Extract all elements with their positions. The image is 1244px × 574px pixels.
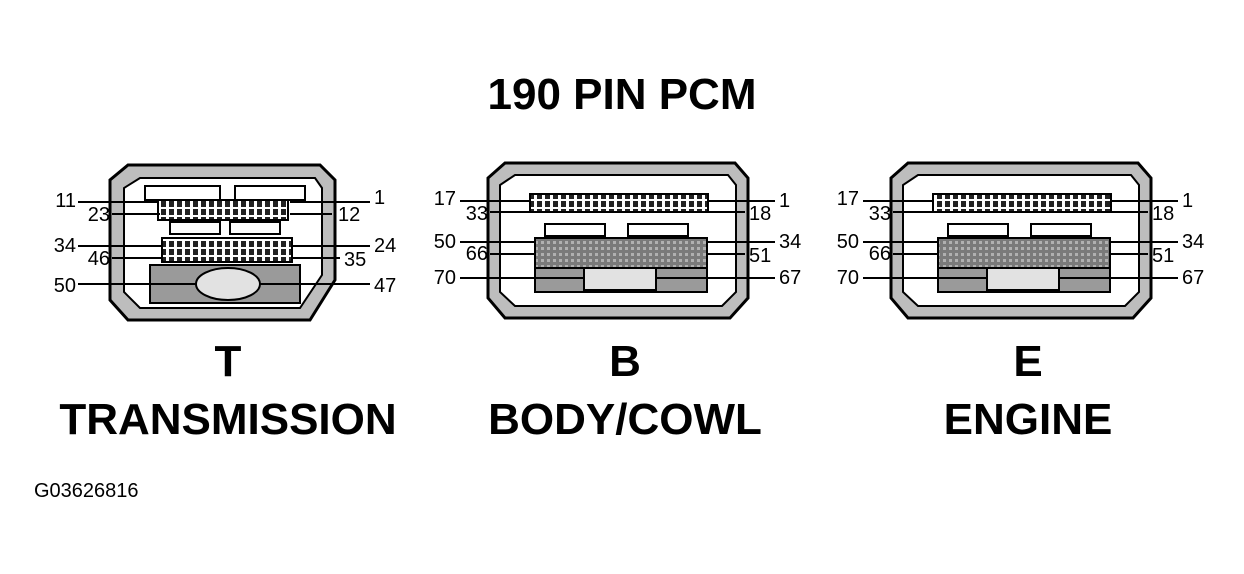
pin-label: 67 [779,267,802,289]
connector-b-name: BODY/COWL [488,395,762,444]
pin-label: 1 [779,190,791,212]
pin-label: 66 [465,243,488,265]
pin-label: 34 [779,231,802,253]
pin-label: 50 [836,231,859,253]
pin-label: 67 [1182,267,1205,289]
connector-t-letter: T [214,337,242,386]
pin-label: 33 [868,203,891,225]
pin-label: 70 [433,267,456,289]
pin-label: 47 [374,275,397,297]
diagram-title: 190 PIN PCM [487,70,757,119]
pin-label: 33 [465,203,488,225]
connector-e-drawing [863,161,1178,320]
pin-label: 1 [1182,190,1194,212]
connector-t-name: TRANSMISSION [59,395,397,444]
pin-label: 50 [433,231,456,253]
pin-label: 18 [1152,203,1175,225]
pin-label: 46 [87,248,110,270]
pin-label: 35 [344,249,367,271]
pin-label: 11 [55,190,76,212]
figure-id: G03626816 [34,480,139,502]
pin-label: 23 [87,204,110,226]
connector-b-letter: B [609,337,641,386]
pin-label: 1 [374,187,386,209]
pin-label: 18 [749,203,772,225]
pin-label: 70 [836,267,859,289]
pin-label: 66 [868,243,891,265]
connector-e-name: ENGINE [943,395,1113,444]
pin-label: 51 [749,245,772,267]
pin-label: 24 [374,235,397,257]
pin-label: 50 [53,275,76,297]
connector-t-drawing [78,163,370,322]
pin-label: 34 [53,235,76,257]
pin-label: 51 [1152,245,1175,267]
pin-label: 17 [433,188,456,210]
pin-label: 12 [338,204,361,226]
connector-e-letter: E [1013,337,1043,386]
pin-label: 17 [836,188,859,210]
connector-b-drawing [460,161,775,320]
pin-label: 34 [1182,231,1205,253]
